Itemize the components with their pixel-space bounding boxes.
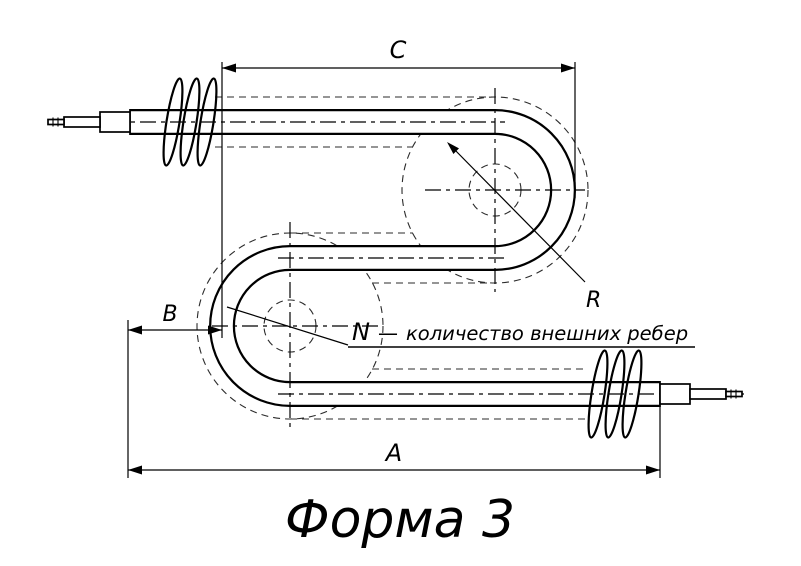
fin-count-note: N — количество внешних ребер: [226, 306, 695, 348]
fins-coil-bottom-right-icon: [587, 349, 643, 439]
left-terminal: [47, 109, 131, 135]
dim-label-a: A: [384, 439, 402, 467]
dim-label-r: R: [586, 288, 601, 313]
fin-count-separator: —: [378, 321, 398, 345]
right-terminal: [659, 381, 743, 407]
dim-label-b: B: [162, 302, 177, 327]
drawing-title: Форма 3: [285, 490, 515, 550]
fin-count-description: количество внешних ребер: [406, 322, 688, 345]
fins-coil-top-left-icon: [162, 77, 218, 167]
serpentine-tube: [130, 109, 660, 407]
dimension-b: B: [127, 302, 222, 478]
dimension-c: C: [221, 36, 576, 338]
dim-label-c: C: [390, 36, 407, 64]
radius-leader: R: [447, 142, 601, 313]
fin-count-symbol: N: [352, 318, 370, 346]
dimension-a: A: [128, 402, 661, 478]
